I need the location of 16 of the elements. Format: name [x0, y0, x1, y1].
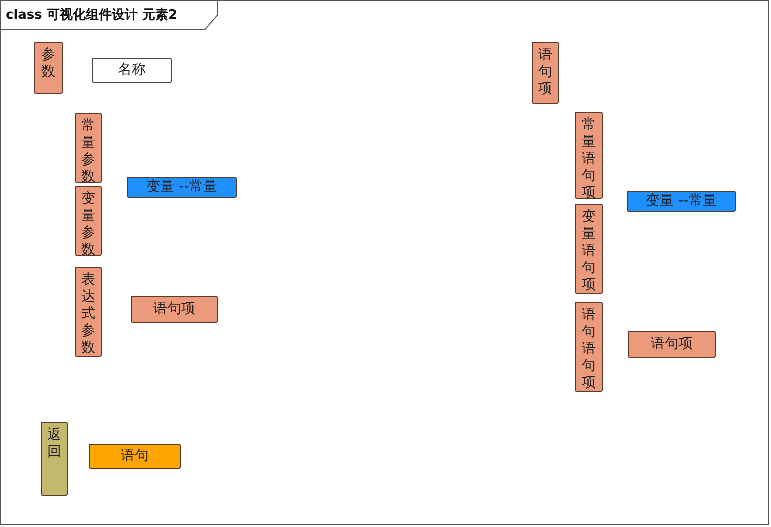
- class-box: 变量语句项: [575, 204, 603, 294]
- class-box: 返回: [41, 422, 68, 496]
- class-box: 名称: [92, 58, 172, 83]
- class-box: 语句: [89, 444, 181, 469]
- class-box: 参数: [34, 42, 63, 94]
- class-box: 语句项: [628, 331, 716, 358]
- class-box: 语句项: [532, 42, 559, 104]
- class-box: 变量参数: [75, 186, 102, 256]
- class-box: 语句语句项: [575, 302, 603, 392]
- class-box: 表达式参数: [75, 267, 102, 357]
- class-box: 变量 --常量: [627, 191, 736, 212]
- class-box: 变量 --常量: [127, 177, 237, 198]
- class-box: 语句项: [131, 296, 218, 323]
- diagram-title: class 可视化组件设计 元素2: [6, 6, 178, 24]
- class-box: 常量参数: [75, 113, 102, 183]
- class-box: 常量语句项: [575, 112, 603, 199]
